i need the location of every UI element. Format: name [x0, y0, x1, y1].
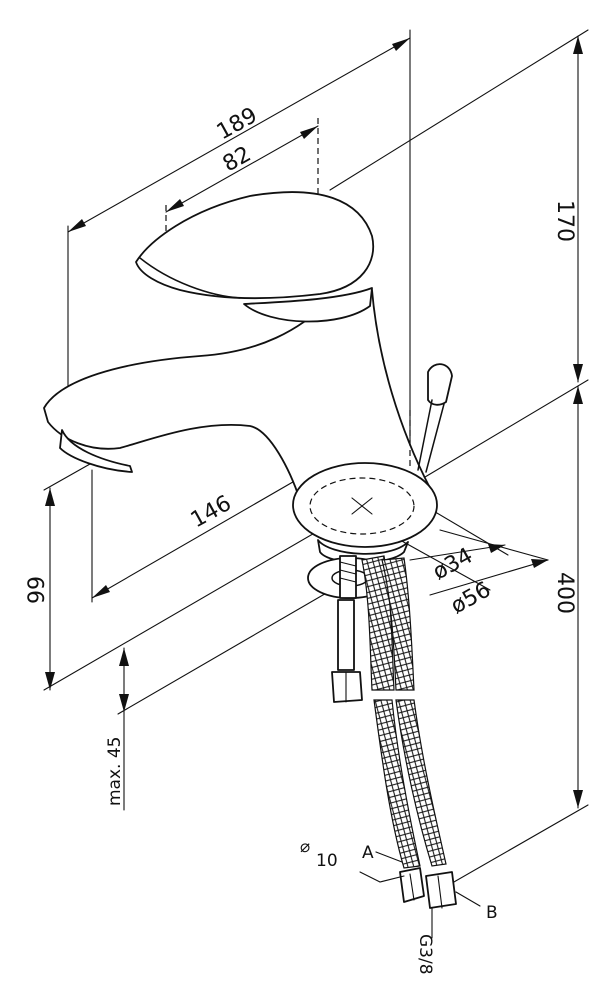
dim-pipe-10: 10: [316, 851, 338, 871]
dim-82: 82: [219, 142, 256, 177]
dimension-lines: [43, 29, 589, 891]
dim-146: 146: [187, 491, 236, 533]
pipe-diameter-symbol: ⌀: [300, 837, 310, 857]
label-hose-b: B: [486, 903, 498, 923]
dim-189: 189: [213, 103, 262, 145]
label-leaders: [359, 851, 481, 939]
dim-thread-g38: G3/8: [415, 934, 435, 975]
dim-99: 99: [25, 576, 50, 604]
label-hose-a: A: [362, 843, 374, 863]
faucet-body: [43, 191, 453, 703]
hoses: [361, 555, 457, 909]
dim-400: 400: [552, 572, 577, 614]
dim-diameter-56: ø56: [447, 577, 495, 619]
dim-max-45: max. 45: [105, 737, 125, 806]
dim-170: 170: [552, 200, 577, 242]
